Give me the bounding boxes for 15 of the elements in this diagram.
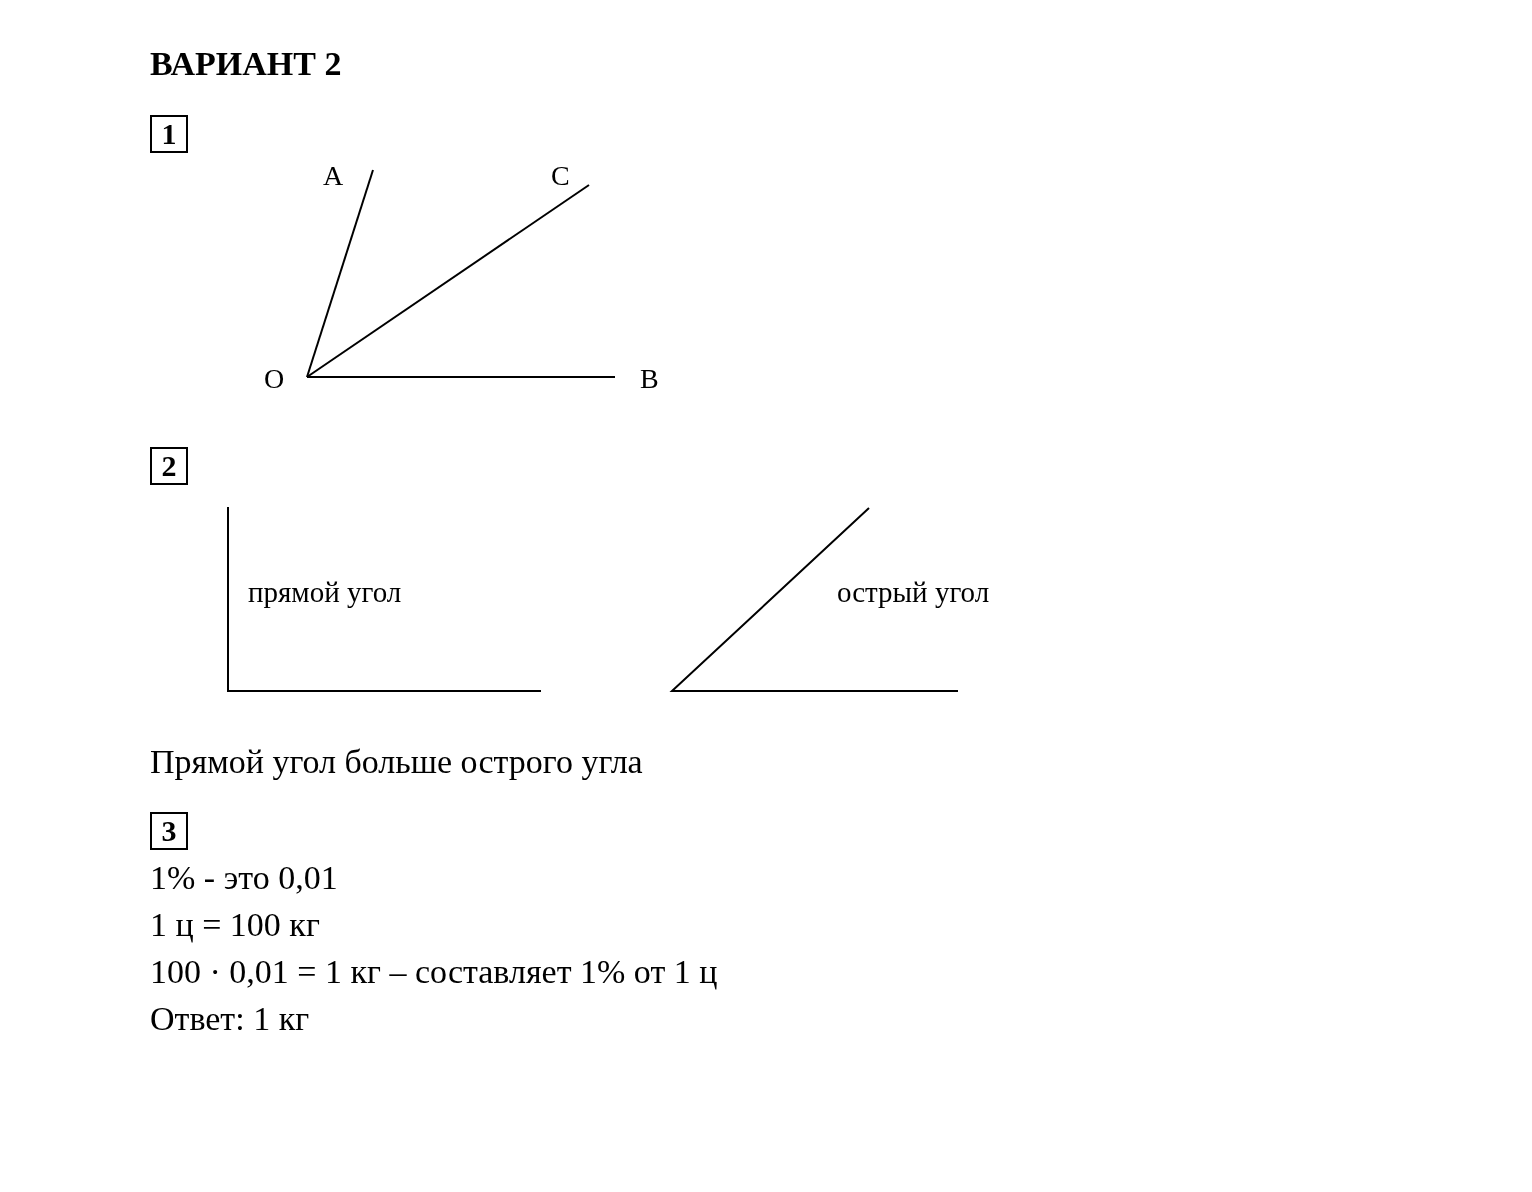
title: ВАРИАНТ 2 <box>150 47 342 81</box>
point-label: C <box>551 162 570 190</box>
angle-label: прямой угол <box>248 578 402 607</box>
text-line: Прямой угол больше острого угла <box>150 745 643 779</box>
task-number: 2 <box>150 447 188 485</box>
text-line: 1% - это 0,01 <box>150 861 338 895</box>
point-label: O <box>264 365 285 393</box>
point-label: A <box>323 162 344 190</box>
angle-label: острый угол <box>837 578 990 607</box>
task-number: 3 <box>150 812 188 850</box>
text-line: 1 ц = 100 кг <box>150 908 320 942</box>
text-line: 100 · 0,01 = 1 кг – составляет 1% от 1 ц <box>150 955 718 989</box>
text-line: Ответ: 1 кг <box>150 1002 310 1036</box>
point-label: B <box>640 365 659 393</box>
task-number: 1 <box>150 115 188 153</box>
